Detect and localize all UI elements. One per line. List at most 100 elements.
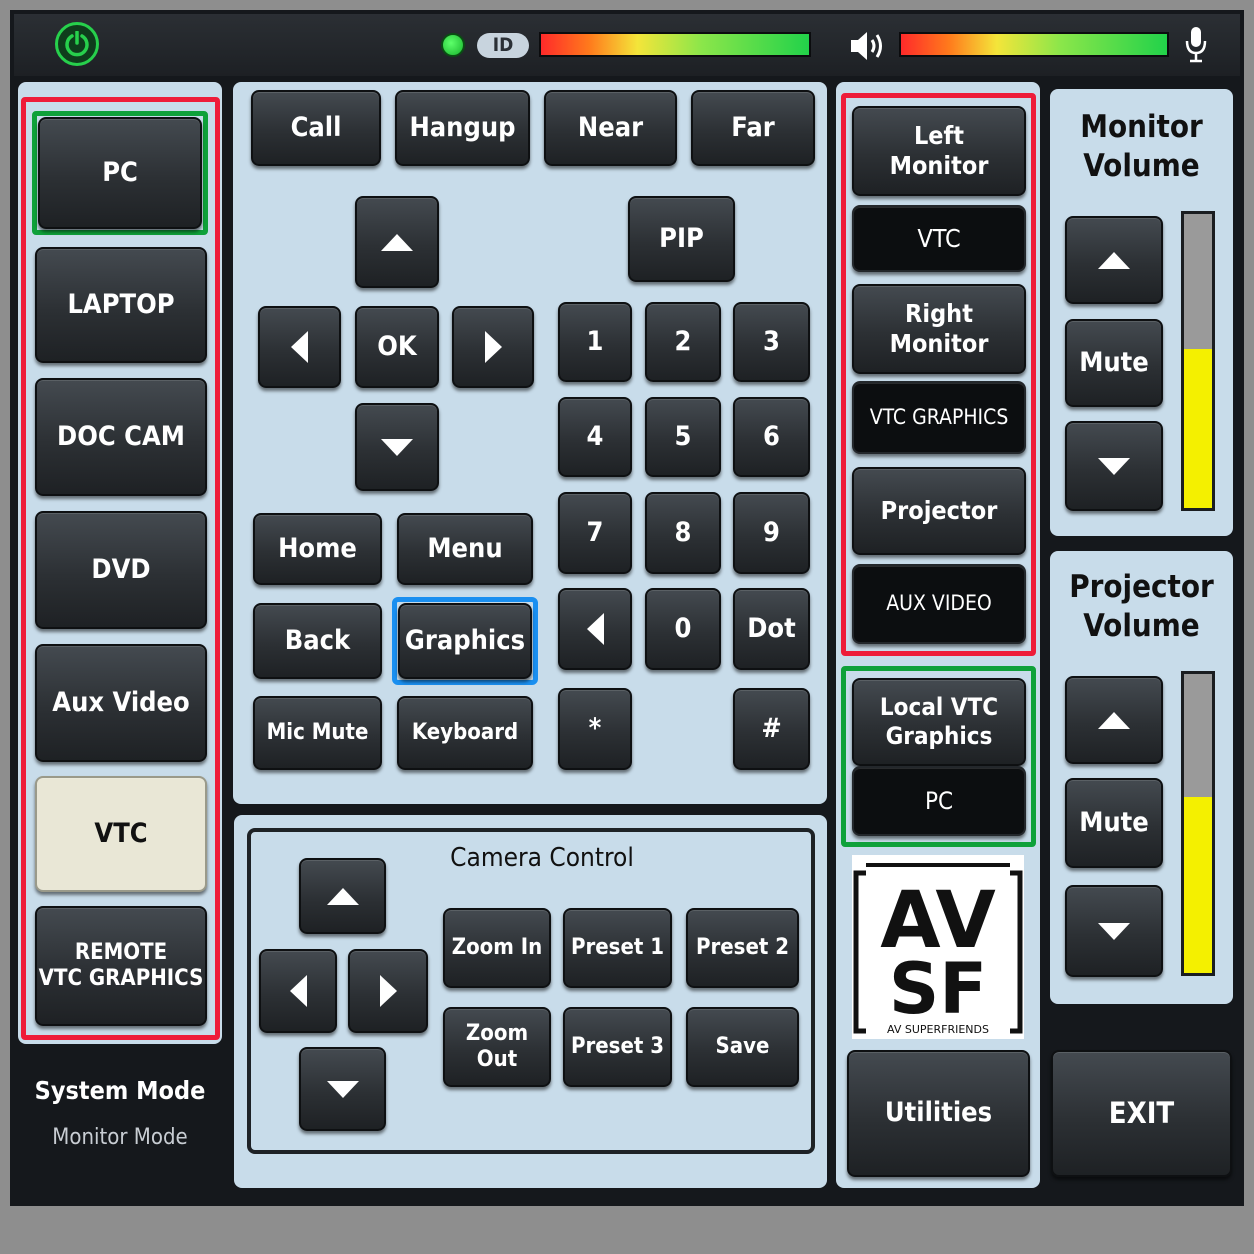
projector-volume-bar[interactable]	[1181, 671, 1215, 976]
projector-volume-up-button[interactable]	[1065, 676, 1163, 764]
power-icon	[65, 31, 89, 57]
camera-left-button[interactable]	[259, 949, 337, 1033]
keypad-9[interactable]: 9	[733, 492, 810, 574]
arrow-right-icon	[379, 975, 397, 1007]
avsf-logo: AV SF AV SUPERFRIENDS	[852, 855, 1024, 1039]
camera-right-button[interactable]	[348, 949, 428, 1033]
preset-3-button[interactable]: Preset 3	[563, 1007, 672, 1087]
camera-up-button[interactable]	[299, 858, 386, 934]
keypad-dot[interactable]: Dot	[733, 588, 810, 670]
svg-text:SF: SF	[889, 948, 987, 1030]
projector-volume-down-button[interactable]	[1065, 885, 1163, 977]
back-button[interactable]: Back	[253, 603, 382, 679]
graphics-selected-outline	[392, 597, 538, 685]
monitor-volume-down-button[interactable]	[1065, 421, 1163, 511]
microphone-icon[interactable]	[1185, 25, 1207, 65]
arrow-down-icon	[1098, 922, 1130, 940]
utilities-button[interactable]: Utilities	[847, 1050, 1030, 1177]
keypad-8[interactable]: 8	[645, 492, 721, 574]
keyboard-button[interactable]: Keyboard	[397, 696, 533, 770]
projector-volume-level	[1184, 796, 1212, 973]
keypad-7[interactable]: 7	[558, 492, 632, 574]
system-mode-value[interactable]: Monitor Mode	[52, 1125, 188, 1150]
projector-mute-button[interactable]: Mute	[1065, 778, 1163, 868]
status-led-icon	[441, 33, 465, 57]
monitor-volume-bar[interactable]	[1181, 211, 1215, 511]
arrow-up-icon	[1098, 711, 1130, 729]
monitor-volume-level	[1184, 349, 1212, 508]
arrow-up-icon	[381, 233, 413, 251]
save-button[interactable]: Save	[686, 1007, 799, 1087]
right-monitor-button[interactable]: Right Monitor	[852, 284, 1026, 374]
source-remote-vtc-graphics-button[interactable]: REMOTE VTC GRAPHICS	[35, 906, 207, 1026]
backspace-icon	[586, 613, 604, 645]
mic-mute-button[interactable]: Mic Mute	[253, 696, 382, 770]
projector-source: AUX VIDEO	[852, 564, 1026, 644]
hangup-button[interactable]: Hangup	[395, 90, 530, 166]
arrow-up-icon	[1098, 251, 1130, 269]
arrow-down-icon	[326, 1080, 359, 1098]
keypad-backspace[interactable]	[558, 588, 632, 670]
source-aux-video-button[interactable]: Aux Video	[35, 644, 207, 762]
id-button[interactable]: ID	[477, 33, 529, 58]
camera-down-button[interactable]	[299, 1047, 386, 1131]
preset-1-button[interactable]: Preset 1	[563, 908, 672, 988]
arrow-down-icon	[1098, 457, 1130, 475]
home-button[interactable]: Home	[253, 513, 382, 585]
nav-left-button[interactable]	[258, 306, 341, 388]
zoom-in-button[interactable]: Zoom In	[443, 908, 551, 988]
call-button[interactable]: Call	[251, 90, 381, 166]
source-vtc-button[interactable]: VTC	[35, 776, 207, 892]
left-monitor-source: VTC	[852, 205, 1026, 272]
camera-control-title: Camera Control	[450, 843, 634, 873]
avsf-logo-icon: AV SF AV SUPERFRIENDS	[853, 863, 1023, 1036]
arrow-left-icon	[291, 331, 308, 363]
source-pc-button[interactable]: PC	[38, 117, 202, 229]
nav-down-button[interactable]	[355, 403, 439, 491]
local-vtc-graphics-button[interactable]: Local VTC Graphics	[852, 678, 1026, 766]
arrow-down-icon	[381, 438, 413, 456]
monitor-volume-title: Monitor Volume	[1080, 109, 1203, 184]
system-mode-title: System Mode	[34, 1076, 206, 1105]
keypad-4[interactable]: 4	[558, 397, 632, 477]
menu-button[interactable]: Menu	[397, 513, 533, 585]
keypad-hash[interactable]: #	[733, 688, 810, 770]
zoom-out-button[interactable]: Zoom Out	[443, 1007, 551, 1087]
near-button[interactable]: Near	[544, 90, 677, 166]
arrow-up-icon	[326, 887, 359, 905]
local-vtc-outline	[841, 666, 1036, 847]
monitor-volume-up-button[interactable]	[1065, 216, 1163, 304]
display-selection-outline	[841, 93, 1036, 656]
source-laptop-button[interactable]: LAPTOP	[35, 247, 207, 363]
nav-ok-button[interactable]: OK	[355, 306, 439, 388]
camera-control-frame	[247, 828, 815, 1154]
audio-level-meter-left	[539, 32, 811, 57]
source-doc-cam-button[interactable]: DOC CAM	[35, 378, 207, 496]
monitor-mute-button[interactable]: Mute	[1065, 319, 1163, 407]
pip-button[interactable]: PIP	[628, 196, 735, 282]
nav-up-button[interactable]	[355, 196, 439, 288]
nav-right-button[interactable]	[452, 306, 534, 388]
graphics-button[interactable]: Graphics	[398, 603, 532, 679]
projector-button[interactable]: Projector	[852, 467, 1026, 555]
local-vtc-source: PC	[852, 766, 1026, 836]
keypad-star[interactable]: *	[558, 688, 632, 770]
svg-text:AV SUPERFRIENDS: AV SUPERFRIENDS	[887, 1023, 989, 1036]
left-monitor-button[interactable]: Left Monitor	[852, 106, 1026, 196]
keypad-2[interactable]: 2	[645, 302, 721, 382]
power-button[interactable]	[55, 22, 99, 66]
keypad-0[interactable]: 0	[645, 588, 721, 670]
source-active-outline	[32, 111, 208, 235]
far-button[interactable]: Far	[691, 90, 815, 166]
keypad-3[interactable]: 3	[733, 302, 810, 382]
exit-button[interactable]: EXIT	[1051, 1050, 1232, 1177]
keypad-5[interactable]: 5	[645, 397, 721, 477]
source-dvd-button[interactable]: DVD	[35, 511, 207, 629]
speaker-icon[interactable]	[848, 28, 888, 64]
projector-volume-title: Projector Volume	[1069, 569, 1214, 644]
keypad-6[interactable]: 6	[733, 397, 810, 477]
svg-text:AV: AV	[880, 876, 995, 966]
keypad-1[interactable]: 1	[558, 302, 632, 382]
arrow-left-icon	[289, 975, 307, 1007]
preset-2-button[interactable]: Preset 2	[686, 908, 799, 988]
